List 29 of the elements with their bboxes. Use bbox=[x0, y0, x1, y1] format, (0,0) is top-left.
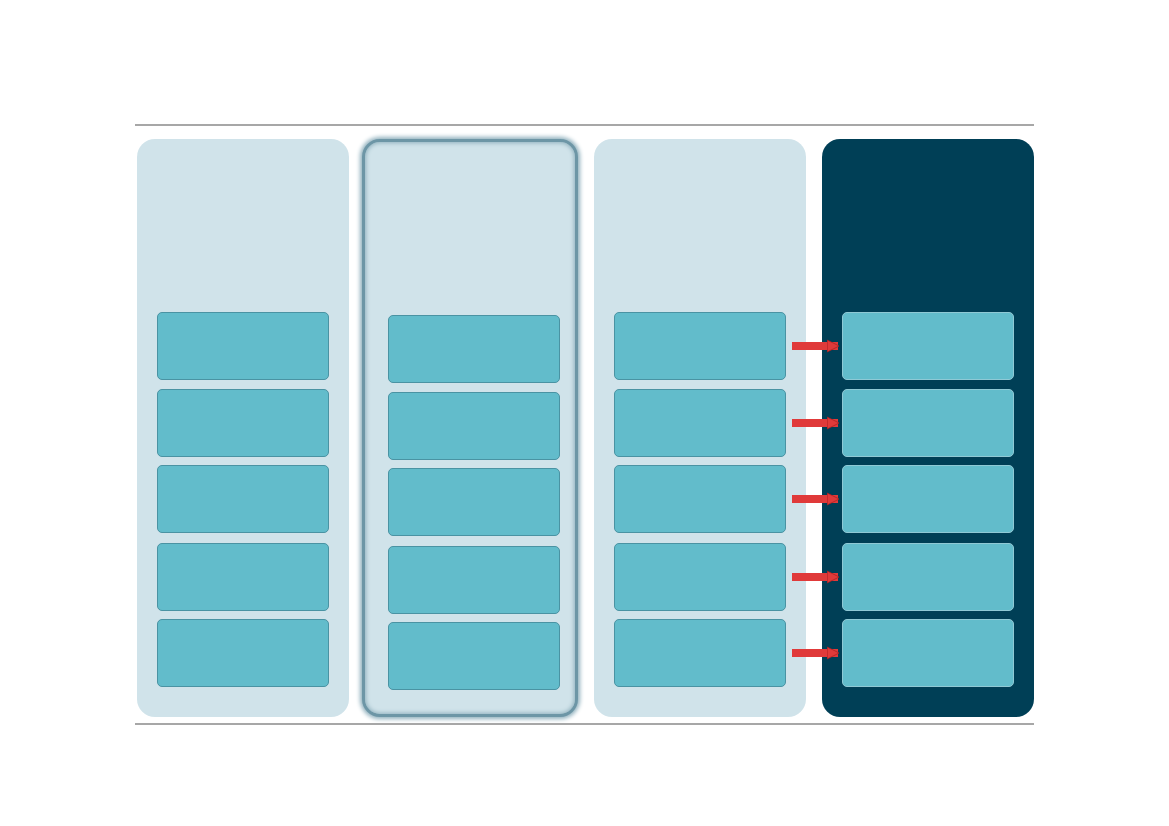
process-box bbox=[842, 465, 1014, 533]
process-box bbox=[614, 619, 786, 687]
process-box bbox=[842, 389, 1014, 457]
process-box bbox=[842, 543, 1014, 611]
process-box bbox=[614, 312, 786, 380]
process-box bbox=[614, 465, 786, 533]
arrow bbox=[792, 646, 840, 660]
process-box bbox=[614, 389, 786, 457]
process-box bbox=[388, 315, 560, 383]
arrow bbox=[792, 570, 840, 584]
process-box bbox=[388, 622, 560, 690]
arrow bbox=[792, 492, 840, 506]
process-box bbox=[614, 543, 786, 611]
process-box bbox=[157, 543, 329, 611]
process-box bbox=[388, 392, 560, 460]
arrow bbox=[792, 339, 840, 353]
process-box bbox=[842, 312, 1014, 380]
column-panel bbox=[594, 139, 806, 717]
process-box bbox=[157, 465, 329, 533]
column-panel bbox=[362, 139, 578, 717]
column-panel bbox=[822, 139, 1034, 717]
arrow bbox=[792, 416, 840, 430]
process-box bbox=[388, 468, 560, 536]
column-panel bbox=[137, 139, 349, 717]
process-box bbox=[157, 619, 329, 687]
process-box bbox=[157, 312, 329, 380]
process-box bbox=[388, 546, 560, 614]
process-box bbox=[157, 389, 329, 457]
process-box bbox=[842, 619, 1014, 687]
